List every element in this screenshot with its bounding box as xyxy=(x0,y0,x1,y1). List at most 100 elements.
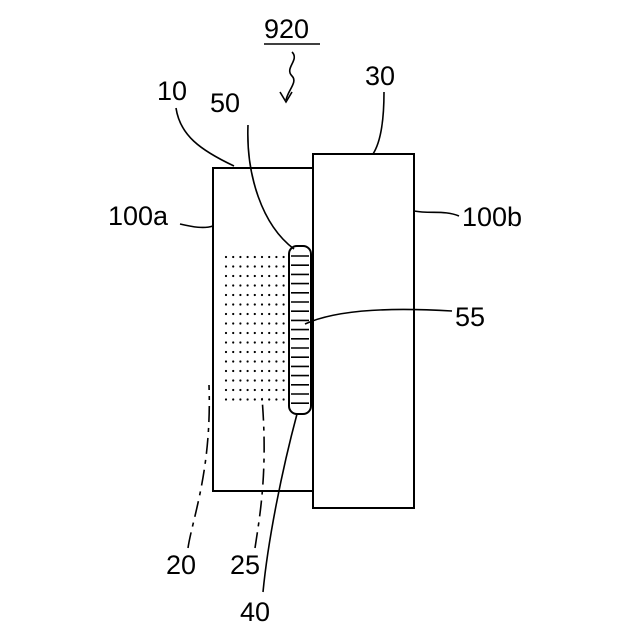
region-dot xyxy=(247,370,249,372)
region-dot xyxy=(283,341,285,343)
region-dot xyxy=(247,322,249,324)
region-dot xyxy=(268,351,270,353)
region-dot xyxy=(232,360,234,362)
figure-arrow-squiggle xyxy=(286,52,294,100)
region-dot xyxy=(239,275,241,277)
label-10: 10 xyxy=(157,76,187,106)
region-dot xyxy=(261,360,263,362)
region-dot xyxy=(268,284,270,286)
region-dot xyxy=(247,256,249,258)
region-dot xyxy=(225,265,227,267)
region-dot xyxy=(283,265,285,267)
region-dot xyxy=(247,360,249,362)
region-dot xyxy=(239,303,241,305)
region-dot xyxy=(232,265,234,267)
region-dot xyxy=(283,351,285,353)
region-dot xyxy=(275,398,277,400)
region-dot xyxy=(261,284,263,286)
region-dot xyxy=(225,256,227,258)
region-dot xyxy=(225,275,227,277)
region-dot xyxy=(225,341,227,343)
region-dot xyxy=(283,294,285,296)
region-dot xyxy=(283,284,285,286)
region-dot xyxy=(232,294,234,296)
region-dot xyxy=(283,322,285,324)
region-dot xyxy=(254,360,256,362)
region-dot xyxy=(239,294,241,296)
region-dot xyxy=(261,322,263,324)
region-dot xyxy=(275,351,277,353)
region-dot xyxy=(232,398,234,400)
region-dot xyxy=(247,341,249,343)
region-dot xyxy=(254,379,256,381)
region-dot xyxy=(247,332,249,334)
region-dot xyxy=(254,351,256,353)
region-dot xyxy=(254,284,256,286)
region-dot xyxy=(239,284,241,286)
region-dot xyxy=(254,294,256,296)
region-dot xyxy=(261,256,263,258)
region-dot xyxy=(268,322,270,324)
region-dot xyxy=(275,341,277,343)
region-dot xyxy=(261,389,263,391)
region-dot xyxy=(232,256,234,258)
region-dot xyxy=(232,389,234,391)
region-dot xyxy=(239,370,241,372)
region-dot xyxy=(225,313,227,315)
region-dot xyxy=(225,322,227,324)
region-dot xyxy=(225,360,227,362)
region-dot xyxy=(268,398,270,400)
region-dot xyxy=(225,284,227,286)
region-dot xyxy=(268,332,270,334)
region-dot xyxy=(261,370,263,372)
region-dot xyxy=(254,256,256,258)
region-dot xyxy=(275,360,277,362)
region-dot xyxy=(268,313,270,315)
leader-100a xyxy=(180,224,213,227)
region-dot xyxy=(254,275,256,277)
label-25: 25 xyxy=(230,550,260,580)
region-dot xyxy=(261,303,263,305)
leader-30 xyxy=(373,92,384,154)
region-dot xyxy=(261,294,263,296)
region-dot xyxy=(247,389,249,391)
region-dot xyxy=(247,379,249,381)
region-dot xyxy=(283,275,285,277)
region-dot xyxy=(275,294,277,296)
region-dot xyxy=(239,265,241,267)
region-dot xyxy=(247,284,249,286)
region-dot xyxy=(275,284,277,286)
region-dot xyxy=(225,294,227,296)
region-dot xyxy=(275,379,277,381)
region-dot xyxy=(275,322,277,324)
label-100b: 100b xyxy=(462,202,522,232)
region-dot xyxy=(261,265,263,267)
region-dot xyxy=(225,332,227,334)
region-dot xyxy=(275,275,277,277)
substrate-30 xyxy=(313,154,414,508)
leader-20 xyxy=(188,385,209,548)
region-dot xyxy=(225,398,227,400)
region-dot xyxy=(232,303,234,305)
region-dot xyxy=(247,398,249,400)
region-dot xyxy=(225,379,227,381)
region-dot xyxy=(283,389,285,391)
region-dot xyxy=(247,275,249,277)
figure-number: 920 xyxy=(264,14,309,44)
region-dot xyxy=(283,256,285,258)
region-dot xyxy=(232,332,234,334)
region-dot xyxy=(225,389,227,391)
region-dot xyxy=(275,313,277,315)
region-dot xyxy=(275,370,277,372)
region-dot xyxy=(239,398,241,400)
region-dot xyxy=(268,379,270,381)
region-dot xyxy=(268,265,270,267)
label-30: 30 xyxy=(365,61,395,91)
region-dot xyxy=(232,284,234,286)
label-100a: 100a xyxy=(108,201,169,231)
region-dot xyxy=(275,389,277,391)
label-55: 55 xyxy=(455,302,485,332)
region-dot xyxy=(225,370,227,372)
region-dot xyxy=(254,265,256,267)
region-dot xyxy=(239,351,241,353)
